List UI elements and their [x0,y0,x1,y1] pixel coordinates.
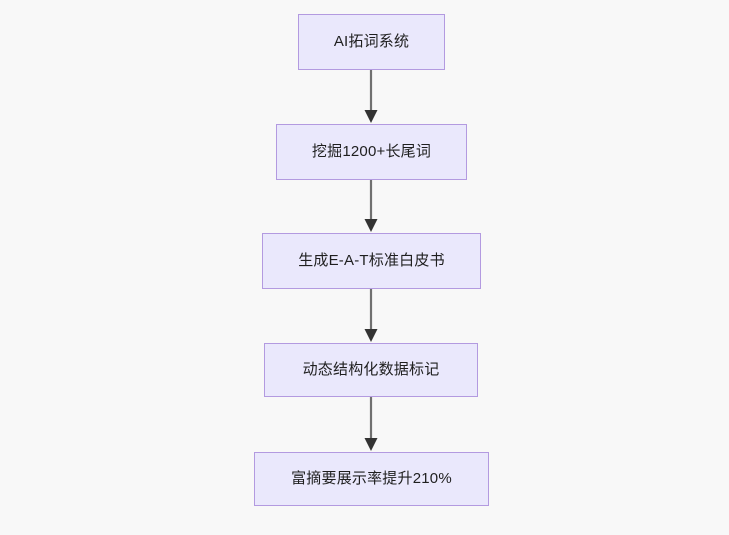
flowchart-node-generate-eat-whitepaper[interactable]: 生成E-A-T标准白皮书 [262,233,481,289]
connector-node3-to-node4 [357,289,385,343]
flowchart-node-label: AI拓词系统 [333,33,410,50]
connector-node2-to-node3 [357,180,385,233]
connector-node1-to-node2 [357,70,385,124]
flowchart-node-dynamic-structured-data-markup[interactable]: 动态结构化数据标记 [264,343,478,397]
flowchart-node-label: 挖掘1200+长尾词 [311,143,432,160]
flowchart-node-ai-keyword-system[interactable]: AI拓词系统 [298,14,445,70]
flowchart-node-label: 富摘要展示率提升210% [291,470,452,487]
flowchart-node-label: 生成E-A-T标准白皮书 [298,252,445,269]
flowchart-node-label: 动态结构化数据标记 [302,361,440,378]
flowchart-node-mine-longtail-keywords[interactable]: 挖掘1200+长尾词 [276,124,467,180]
connector-node4-to-node5 [357,397,385,452]
flowchart-node-rich-snippet-impression-lift[interactable]: 富摘要展示率提升210% [254,452,489,506]
